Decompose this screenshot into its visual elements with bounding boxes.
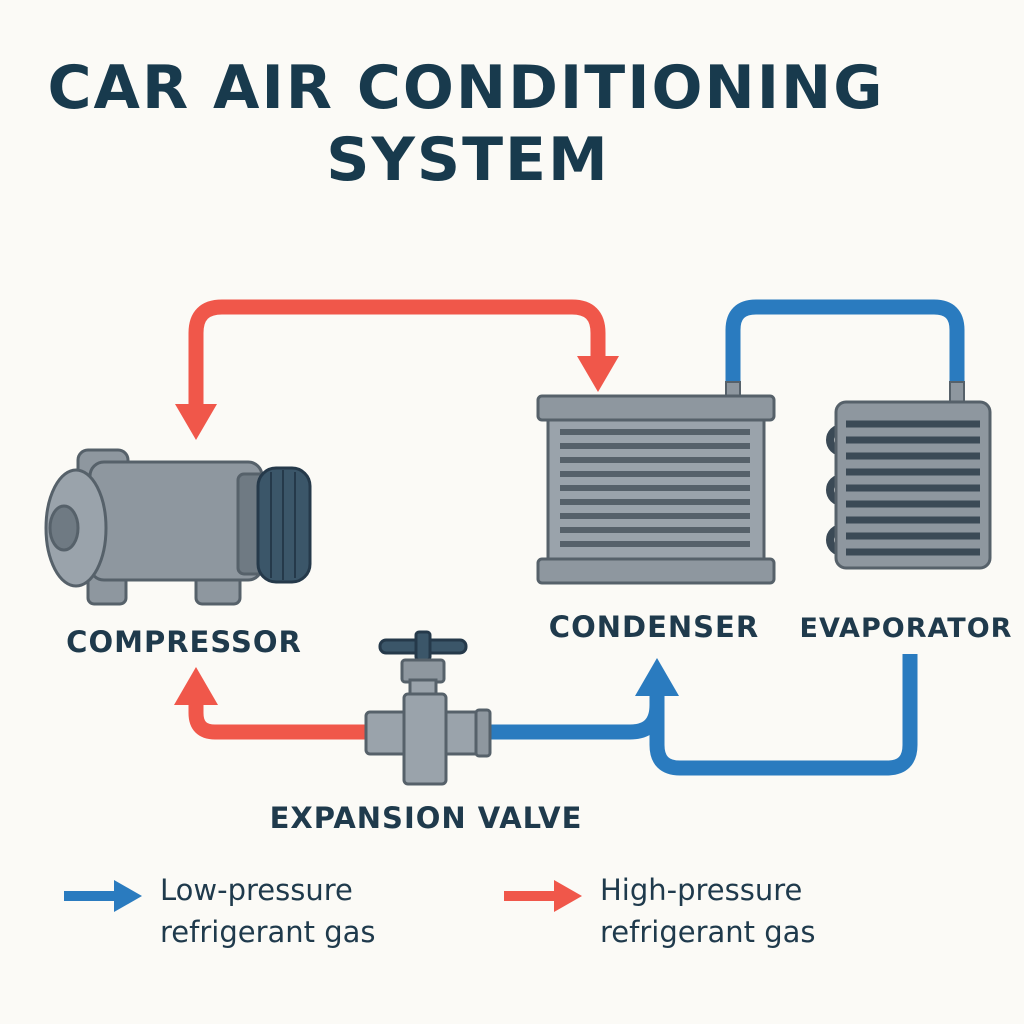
evaporator <box>826 400 992 570</box>
compressor <box>44 448 312 606</box>
condenser <box>536 394 776 585</box>
legend-item-low-pressure: Low-pressure refrigerant gas <box>64 873 376 949</box>
low-pressure-line-valve <box>490 695 665 740</box>
low-pressure-line-return <box>649 654 918 776</box>
legend-low-line-2: refrigerant gas <box>160 915 376 949</box>
high-pressure-line-bottom <box>188 700 372 740</box>
page-title-line-2: SYSTEM <box>326 125 610 195</box>
condenser-label: CONDENSER <box>549 610 759 644</box>
legend-high-line-1: High-pressure <box>600 873 802 907</box>
compressor-label: COMPRESSOR <box>66 625 302 659</box>
expansion-valve-label: EXPANSION VALVE <box>270 801 583 835</box>
high-pressure-arrow-icon <box>554 880 582 912</box>
high-pressure-arrow-down-condenser <box>577 356 619 392</box>
refrigerant-lines <box>188 299 965 776</box>
high-pressure-arrow-up-compressor <box>174 667 218 705</box>
evaporator-label: EVAPORATOR <box>800 613 1013 644</box>
high-pressure-line-top <box>188 299 606 408</box>
page-title-line-1: CAR AIR CONDITIONING <box>47 53 885 123</box>
legend: Low-pressure refrigerant gas High-pressu… <box>64 873 816 949</box>
expansion-valve <box>364 630 492 786</box>
low-pressure-line-top <box>725 299 965 386</box>
low-pressure-arrow-icon <box>114 880 142 912</box>
legend-item-high-pressure: High-pressure refrigerant gas <box>504 873 816 949</box>
low-pressure-arrow-up-condenser <box>635 658 679 696</box>
legend-high-line-2: refrigerant gas <box>600 915 816 949</box>
legend-low-line-1: Low-pressure <box>160 873 353 907</box>
high-pressure-arrow-down-compressor <box>175 404 217 440</box>
